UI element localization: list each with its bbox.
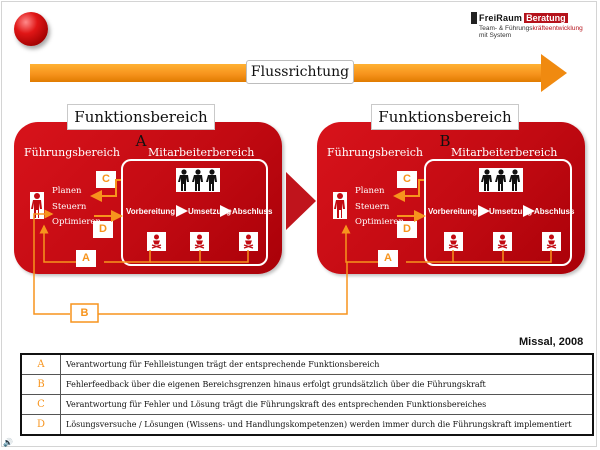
- panel-a-task-planen: Planen: [52, 186, 82, 196]
- panel-a-step-umsetzung: Umsetzung: [188, 207, 232, 216]
- panel-b-step-abschluss: Abschluss: [534, 207, 575, 216]
- logo-tagline-line3: mit System: [479, 32, 512, 39]
- panel-a-title: Funktionsbereich A: [67, 104, 215, 150]
- panel-a-fuehrung-label: Führungsbereich: [24, 146, 120, 159]
- panel-b-box-a: A: [378, 250, 398, 267]
- legend-key-d: D: [20, 414, 61, 436]
- logo-brand-part2: Beratung: [524, 13, 568, 23]
- company-logo: FreiRaum Beratung Team- & Führungskräfte…: [471, 12, 583, 44]
- logo-tagline-a: Team- & Führungs: [479, 25, 533, 32]
- legend-key-c: C: [20, 394, 61, 415]
- logo-tagline-b: kräfteentwicklung: [532, 25, 583, 32]
- flow-label: Flussrichtung: [246, 60, 354, 84]
- panel-b-title: Funktionsbereich B: [371, 104, 519, 150]
- legend-text-b: Fehlerfeedback über die eigenen Bereichs…: [60, 374, 594, 395]
- panel-a-task-optimieren: Optimieren: [52, 217, 101, 227]
- legend-row-a: A Verantwortung für Fehlleistungen trägt…: [20, 353, 594, 375]
- logo-brand-part1: FreiRaum: [479, 13, 523, 23]
- panel-b-fuehrung-label: Führungsbereich: [327, 146, 423, 159]
- logo-tagline: Team- & Führungskräfteentwicklung: [479, 25, 583, 32]
- legend-text-a: Verantwortung für Fehlleistungen trägt d…: [60, 353, 594, 375]
- panel-a-leader-icon: [30, 192, 44, 219]
- cross-box-b: B: [80, 307, 89, 319]
- legend-row-b: B Fehlerfeedback über die eigenen Bereic…: [20, 374, 594, 395]
- panel-a-box-d: D: [93, 221, 113, 238]
- panel-b-mitarbeiter-label: Mitarbeiterbereich: [451, 146, 558, 159]
- panel-a-step-vorbereitung: Vorbereitung: [126, 207, 176, 216]
- panel-a-step-abschluss: Abschluss: [232, 207, 273, 216]
- red-ball-icon: [14, 12, 48, 46]
- panel-b-step-umsetzung: Umsetzung: [489, 207, 533, 216]
- panel-b-box-c: C: [397, 171, 417, 188]
- panel-b-task-optimieren: Optimieren: [355, 217, 404, 227]
- legend-text-c: Verantwortung für Fehler und Lösung träg…: [60, 394, 594, 415]
- legend-text-d: Lösungsversuche / Lösungen (Wissens- und…: [60, 414, 594, 436]
- panel-a-task-steuern: Steuern: [52, 202, 87, 212]
- panel-b-leader-icon: [333, 192, 347, 219]
- panel-b-warning-person-icon-2: [493, 232, 512, 251]
- panel-b-task-planen: Planen: [355, 186, 385, 196]
- legend-key-b: B: [20, 374, 61, 395]
- panel-b-warning-person-icon-1: [444, 232, 463, 251]
- logo-block-icon: [471, 12, 477, 24]
- between-panels-arrow-icon: [286, 172, 316, 230]
- legend-row-d: D Lösungsversuche / Lösungen (Wissens- u…: [20, 414, 594, 436]
- panel-b-box-d: D: [397, 221, 417, 238]
- panel-b-task-steuern: Steuern: [355, 202, 390, 212]
- author-credit: Missal, 2008: [519, 336, 584, 348]
- panel-b-warning-person-icon-3: [542, 232, 561, 251]
- flow-arrow-head-icon: [541, 54, 567, 92]
- panel-a-warning-person-icon-3: [239, 232, 258, 251]
- panel-a-box-c: C: [96, 171, 116, 188]
- legend-key-a: A: [20, 353, 61, 375]
- legend-row-c: C Verantwortung für Fehler und Lösung tr…: [20, 394, 594, 415]
- speaker-icon[interactable]: 🔊: [3, 438, 13, 447]
- panel-a-mitarbeiter-label: Mitarbeiterbereich: [148, 146, 255, 159]
- panel-a-warning-person-icon-2: [190, 232, 209, 251]
- panel-a-warning-person-icon-1: [147, 232, 166, 251]
- panel-b-group-icon: [479, 168, 523, 192]
- panel-a-group-icon: [176, 168, 220, 192]
- panel-a-box-a: A: [76, 250, 96, 267]
- legend-table: A Verantwortung für Fehlleistungen trägt…: [20, 353, 594, 436]
- panel-b-step-vorbereitung: Vorbereitung: [428, 207, 478, 216]
